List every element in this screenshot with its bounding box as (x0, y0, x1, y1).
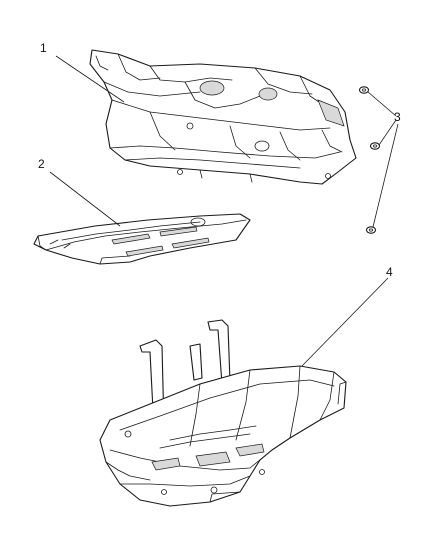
part-1-floor-heat-shield (89, 49, 357, 185)
leader-lines (49, 55, 399, 367)
fastener-middle (369, 142, 381, 150)
leader-part-4 (301, 277, 389, 367)
fastener-lower (365, 226, 377, 234)
part-3-fasteners (358, 86, 381, 234)
leader-part-2 (49, 171, 121, 227)
callout-2: 2 (38, 157, 45, 171)
callout-4: 4 (386, 265, 393, 279)
leader-part-1 (55, 55, 125, 103)
leader-part-3-upper (367, 91, 397, 117)
callout-3: 3 (394, 110, 401, 124)
fastener-upper (358, 86, 370, 94)
part-2-heat-shield-plate (33, 213, 251, 265)
callout-1: 1 (40, 41, 47, 55)
leader-part-3-lower (372, 123, 399, 228)
leader-part-3-middle (378, 119, 397, 146)
part-4-skid-plate (99, 319, 347, 507)
callout-labels: 1 2 3 4 (38, 41, 401, 279)
